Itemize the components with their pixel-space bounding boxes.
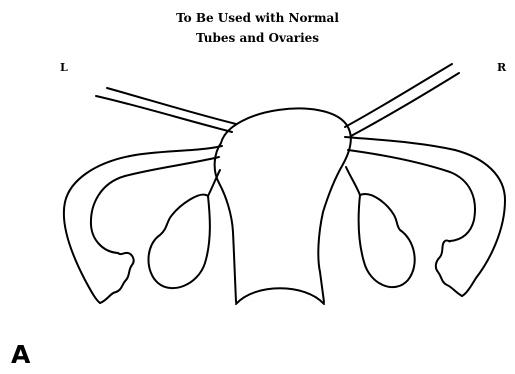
left-round-ligament-lower [107, 88, 236, 124]
left-ovary [148, 195, 209, 289]
left-fallopian-tube [64, 146, 222, 303]
right-fimbriae [436, 240, 462, 296]
right-ovarian-ligament [346, 167, 360, 195]
uterus-body [215, 108, 351, 302]
left-fimbriae [100, 253, 134, 303]
panel-label: A [11, 340, 30, 369]
right-round-ligament-lower [351, 73, 459, 136]
right-fallopian-tube-inner [348, 150, 475, 241]
cervix-curve [236, 288, 324, 304]
right-ovary [359, 194, 415, 287]
left-round-ligament [96, 96, 232, 132]
right-round-ligament [345, 64, 452, 127]
